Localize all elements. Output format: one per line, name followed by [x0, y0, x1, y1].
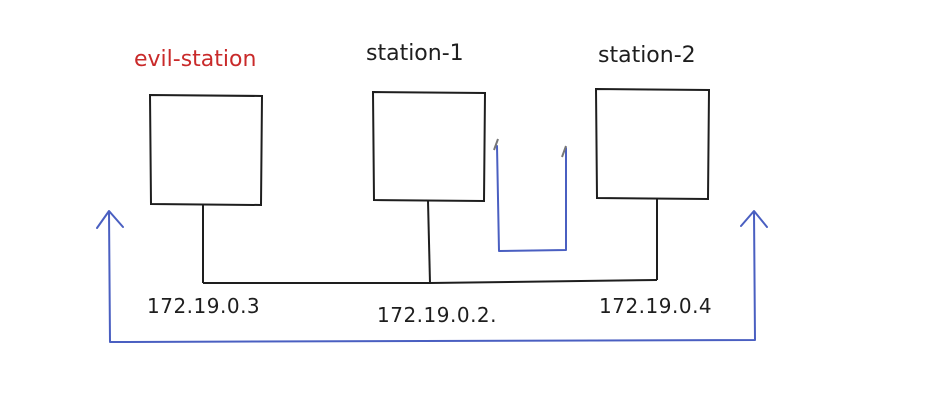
station-2-box — [594, 87, 711, 201]
outer-traffic-path — [96, 210, 768, 343]
right-arrowhead-icon — [740, 210, 768, 228]
evil-station-ip: 172.19.0.3 — [147, 294, 260, 318]
station-1-ip: 172.19.0.2. — [377, 303, 497, 327]
station-1-box — [371, 90, 487, 203]
evil-station-label: evil-station — [134, 47, 256, 72]
local-traffic-start-mark — [493, 138, 499, 151]
outer-traffic-line — [108, 211, 756, 343]
left-arrowhead-icon — [96, 210, 124, 229]
station-2-ip: 172.19.0.4 — [599, 294, 712, 318]
node-station-2: station-2 172.19.0.4 — [594, 43, 712, 318]
local-traffic-line — [496, 145, 567, 252]
bus-line — [203, 279, 658, 284]
evil-station-box — [148, 93, 264, 207]
local-traffic-path — [493, 138, 567, 252]
station-2-label: station-2 — [598, 43, 696, 68]
network-bus — [202, 199, 658, 284]
node-evil-station: evil-station 172.19.0.3 — [134, 47, 264, 318]
local-traffic-end-mark — [561, 145, 567, 158]
node-station-1: station-1 172.19.0.2. — [366, 41, 497, 327]
station-1-label: station-1 — [366, 41, 464, 66]
station-1-drop-line — [427, 200, 431, 284]
